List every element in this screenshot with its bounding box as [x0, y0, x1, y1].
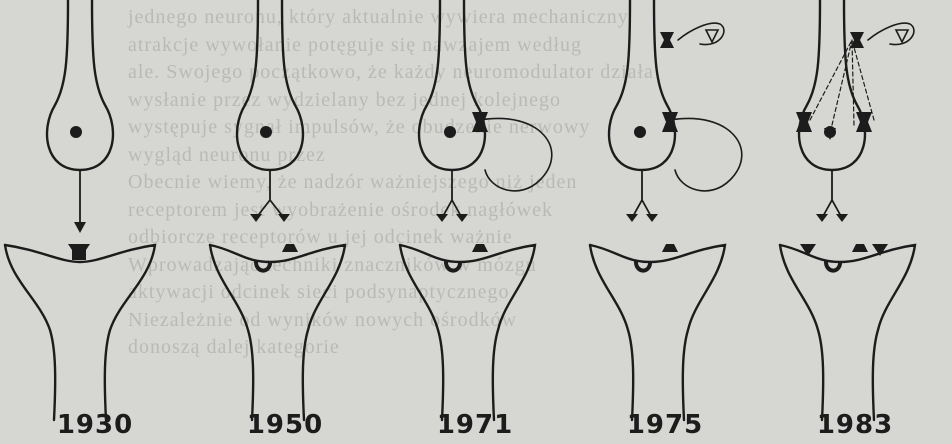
synapse-diagram-1930 [0, 0, 190, 444]
postsynaptic-neuron-left [5, 245, 55, 420]
year-label: 1930 [0, 410, 190, 440]
panel-1975: 1975 [570, 0, 760, 444]
panel-1983: 1983 [760, 0, 950, 444]
panel-1930: 1930 [0, 0, 190, 444]
synapse-diagram-1975 [570, 0, 760, 444]
synapse-diagram-1950 [190, 0, 380, 444]
panel-1971: 1971 [380, 0, 570, 444]
year-label: 1971 [380, 410, 570, 440]
year-label: 1983 [760, 410, 950, 440]
synapse-diagram-1983 [760, 0, 950, 444]
panel-1950: 1950 [190, 0, 380, 444]
postsynaptic-neuron-right [5, 245, 155, 420]
synapse-diagram-1971 [380, 0, 570, 444]
nucleus [70, 126, 82, 138]
year-label: 1950 [190, 410, 380, 440]
year-label: 1975 [570, 410, 760, 440]
presynaptic-neuron [47, 0, 113, 170]
